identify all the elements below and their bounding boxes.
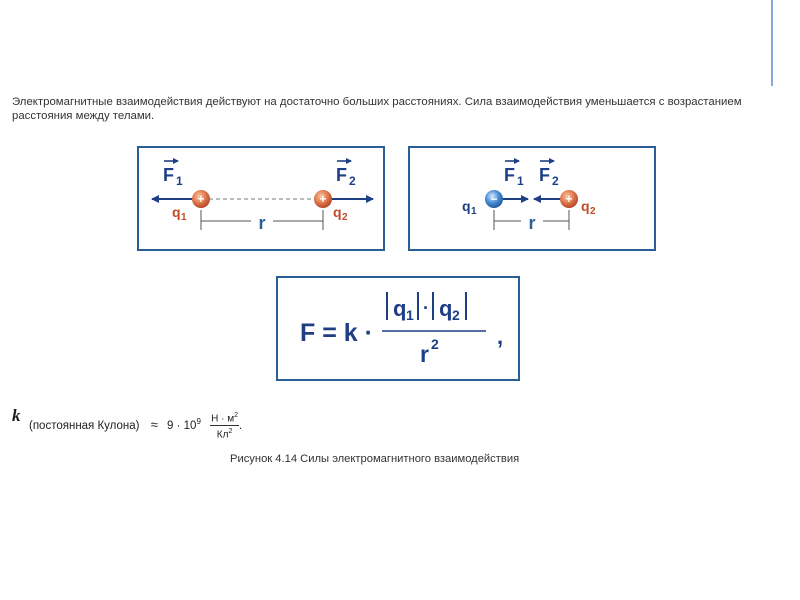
charge1: + [192, 190, 210, 208]
charge2: + [314, 190, 332, 208]
svg-text:1: 1 [181, 212, 187, 223]
k-description: (постоянная Кулона) ≈ 9 · 109 Н · м2 Кл2… [29, 410, 242, 442]
distance-marker: r [493, 210, 570, 233]
intro-paragraph: Электромагнитные взаимодействия действую… [12, 96, 742, 122]
charge2-label: q 2 [581, 198, 596, 217]
svg-text:q: q [172, 204, 181, 220]
svg-text:1: 1 [406, 307, 414, 323]
force2-label: F 2 [336, 158, 356, 188]
svg-text:q: q [462, 198, 471, 214]
svg-text:q: q [333, 204, 342, 220]
attraction-panel: F 1 F 2 − + q 1 q 2 [408, 146, 656, 251]
charge2-label: q 2 [333, 204, 348, 223]
constant-exponent: 9 [196, 417, 201, 427]
unit-denominator: Кл [216, 429, 229, 441]
svg-text:r: r [528, 213, 535, 233]
formula-numerator: q 1 · q 2 [386, 292, 467, 323]
constant-unit: Н · м2 Кл2 [210, 410, 240, 442]
svg-text:2: 2 [552, 174, 559, 188]
formula-denominator: r 2 [420, 336, 439, 367]
unit-numerator-exponent: 2 [234, 412, 239, 419]
svg-text:+: + [319, 192, 326, 206]
attraction-diagram: F 1 F 2 − + q 1 q 2 [462, 158, 596, 233]
constant-value: 9 · 10 [167, 419, 197, 432]
charge2: + [560, 190, 578, 208]
charge1-label: q 1 [462, 198, 477, 217]
svg-text:F: F [504, 165, 515, 185]
svg-text:r: r [258, 213, 265, 233]
unit-numerator: Н · м [211, 413, 235, 425]
svg-text:q: q [439, 296, 452, 321]
svg-text:2: 2 [452, 307, 460, 323]
constant-name: (постоянная Кулона) [29, 419, 140, 432]
note-period: . [239, 419, 243, 432]
distance-marker: r [200, 210, 324, 233]
decorative-vertical-line [771, 0, 773, 86]
repulsion-panel: F 1 F 2 + + q 1 q 2 [137, 146, 385, 251]
svg-text:q: q [393, 296, 406, 321]
svg-text:1: 1 [176, 174, 183, 188]
svg-text:1: 1 [517, 174, 524, 188]
charge1: − [485, 190, 503, 208]
k-symbol: k [12, 406, 21, 425]
force2-label: F 2 [539, 158, 559, 188]
approx-sign: ≈ [150, 416, 158, 432]
repulsion-diagram: F 1 F 2 + + q 1 q 2 [151, 158, 374, 233]
svg-text:·: · [423, 298, 429, 318]
svg-text:F: F [539, 165, 550, 185]
unit-denominator-exponent: 2 [228, 428, 233, 436]
force1-label: F 1 [504, 158, 524, 188]
coulomb-formula: F = k · q 1 · q 2 r 2 , [300, 292, 503, 367]
formula-comma: , [497, 324, 503, 349]
svg-text:q: q [581, 198, 590, 214]
charge1-label: q 1 [172, 204, 187, 223]
svg-text:r: r [420, 341, 429, 367]
svg-text:+: + [197, 192, 204, 206]
force1-label: F 1 [163, 158, 183, 188]
svg-text:2: 2 [431, 336, 439, 352]
svg-text:F: F [336, 165, 347, 185]
figure-caption: Рисунок 4.14 Силы электромагнитного взаи… [230, 453, 520, 465]
svg-text:−: − [490, 192, 497, 206]
svg-text:2: 2 [349, 174, 356, 188]
coulomb-formula-box: F = k · q 1 · q 2 r 2 , [276, 276, 520, 381]
svg-text:2: 2 [590, 206, 596, 217]
svg-text:F: F [163, 165, 174, 185]
formula-lhs: F = k · [300, 319, 373, 347]
svg-text:2: 2 [342, 212, 348, 223]
svg-text:+: + [565, 192, 572, 206]
svg-text:1: 1 [471, 206, 477, 217]
